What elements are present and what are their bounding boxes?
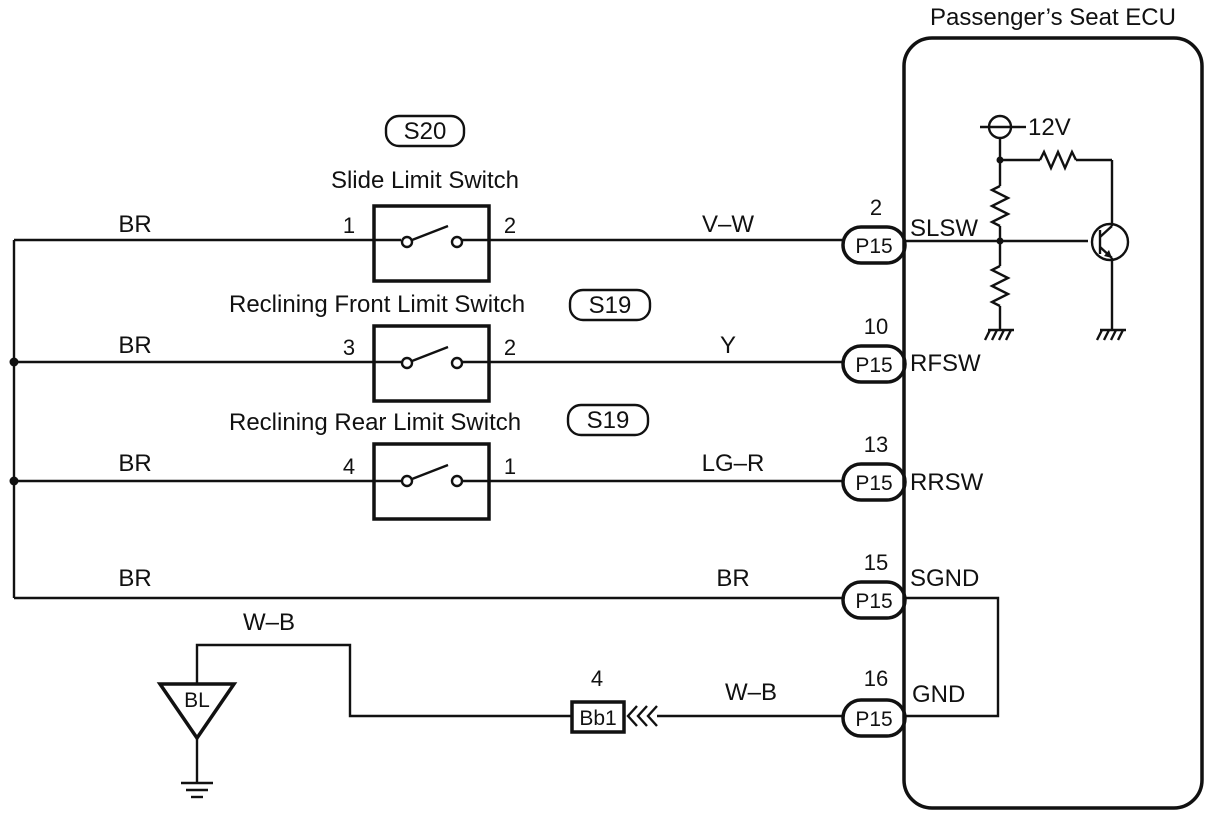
ecu-connector-label: P15: [855, 235, 892, 258]
reclining-front-switch-box: [372, 324, 491, 403]
pin-out: 2: [504, 213, 516, 238]
wire-label-right: V–W: [702, 211, 754, 238]
slide-switch-name: Slide Limit Switch: [331, 167, 519, 194]
wire-label-left: BR: [118, 211, 151, 238]
reclining-front-circuit: Reclining Front Limit Switch S19 BR 3 2 …: [14, 288, 843, 403]
junction-pin: 4: [591, 666, 603, 691]
junction-connector: Bb1: [579, 707, 616, 730]
ecu-box: [902, 36, 1204, 810]
ecu-pin-number: 13: [864, 432, 888, 457]
ecu-connector-rfsw: 10 P15 RFSW: [841, 314, 981, 384]
ecu-connector-label: P15: [855, 590, 892, 613]
pin-in: 1: [343, 213, 355, 238]
ecu-terminal-name: SLSW: [910, 215, 978, 242]
resistor: [989, 184, 1011, 228]
slide-limit-circuit: S20 Slide Limit Switch BR 1 2 V–W: [14, 114, 843, 283]
pin-out: 1: [504, 454, 516, 479]
ecu-connector-rrsw: 13 P15 RRSW: [841, 432, 984, 502]
ecu-connector-gnd: 16 P15 GND: [841, 666, 965, 738]
ecu-connector-sgnd: 15 P15 SGND: [841, 550, 979, 620]
wire-label-left: BR: [118, 565, 151, 592]
ecu-terminal-name: RRSW: [910, 469, 984, 496]
ecu-terminal-name: SGND: [910, 565, 979, 592]
ecu-connector-label: P15: [855, 708, 892, 731]
reclining-rear-switch-name: Reclining Rear Limit Switch: [229, 409, 521, 436]
sgnd-circuit: BR BR: [14, 565, 843, 600]
pin-in: 4: [343, 454, 355, 479]
ground-circuit: W–B Bb1 4 W–B BL: [156, 609, 843, 799]
wire-label-right: BR: [716, 565, 749, 592]
slide-switch-connector: S20: [404, 118, 447, 145]
ecu-terminal-name: GND: [912, 681, 965, 708]
wire-label-left: BR: [118, 332, 151, 359]
ecu-pin-number: 10: [864, 314, 888, 339]
reclining-rear-circuit: Reclining Rear Limit Switch S19 BR 4 1 L…: [14, 403, 843, 521]
reclining-front-connector: S19: [589, 292, 632, 319]
ecu-terminal-name: RFSW: [910, 350, 981, 377]
ground-point-triangle: [156, 682, 238, 742]
ecu-pin-number: 2: [870, 195, 882, 220]
ground-in-wire-label: W–B: [243, 609, 295, 636]
ecu-connector-label: P15: [855, 354, 892, 377]
ecu-pin-number: 15: [864, 550, 888, 575]
ground-out-wire-label: W–B: [725, 679, 777, 706]
wire-label-left: BR: [118, 450, 151, 477]
power-label: 12V: [1028, 114, 1071, 141]
pin-out: 2: [504, 335, 516, 360]
transistor-symbol: [1090, 222, 1130, 262]
junction-connector-box: [570, 700, 626, 734]
resistor: [1038, 149, 1078, 171]
wire-label-right: LG–R: [702, 450, 765, 477]
ecu-internal-circuit: 12V: [905, 114, 1130, 341]
reclining-front-connector-badge: [568, 288, 652, 322]
reclining-rear-connector: S19: [587, 407, 630, 434]
slide-limit-switch-box: [372, 204, 491, 283]
reclining-rear-connector-badge: [566, 403, 650, 437]
slide-switch-connector-badge: [384, 114, 466, 148]
wire-label-right: Y: [720, 332, 736, 359]
ecu-connector-label: P15: [855, 472, 892, 495]
resistor: [989, 264, 1011, 308]
ecu-pin-number: 16: [864, 666, 888, 691]
reclining-front-switch-name: Reclining Front Limit Switch: [229, 291, 525, 318]
ecu-title: Passenger’s Seat ECU: [930, 4, 1176, 31]
pin-in: 3: [343, 335, 355, 360]
ground-point-label: BL: [184, 689, 210, 712]
ecu-connector-slsw: 2 P15 SLSW: [841, 195, 978, 265]
